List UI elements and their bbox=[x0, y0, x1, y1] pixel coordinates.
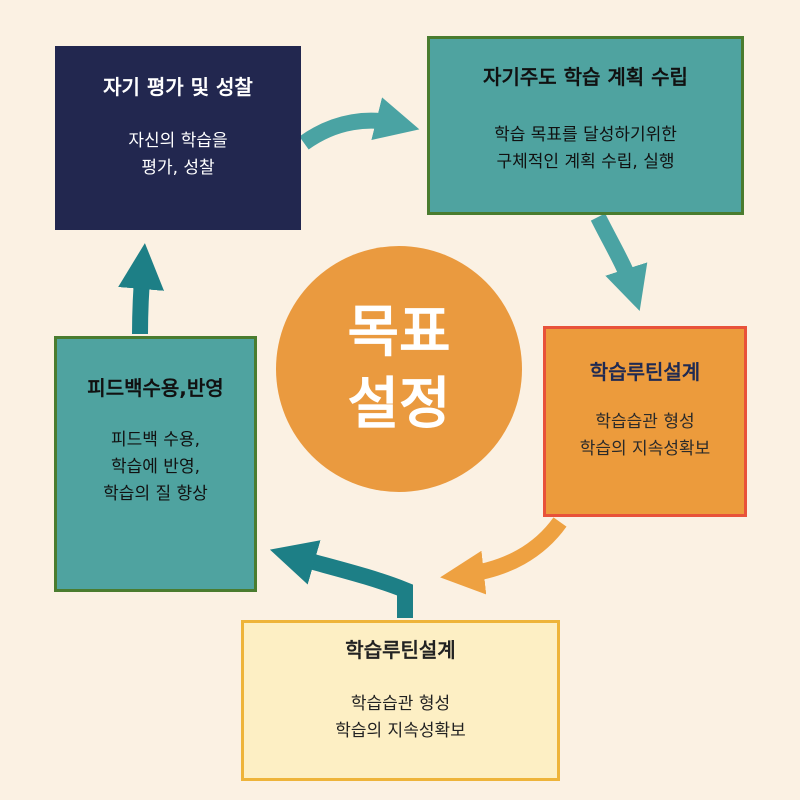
self-evaluation-description: 자신의 학습을 평가, 성찰 bbox=[128, 131, 228, 178]
arrow-eval-to-plan bbox=[299, 97, 420, 150]
self-directed-plan-description: 학습 목표를 달성하기위한 구체적인 계획 수립, 실행 bbox=[494, 125, 677, 172]
feedback-box: 피드백수용,반영 피드백 수용, 학습에 반영, 학습의 질 향상 bbox=[54, 336, 257, 592]
routine-design-description-orange: 학습습관 형성 학습의 지속성확보 bbox=[579, 412, 711, 459]
routine-design-title-orange: 학습루틴설계 bbox=[589, 360, 701, 384]
goal-setting-circle: 목표 설정 bbox=[276, 246, 522, 492]
self-directed-plan-box: 자기주도 학습 계획 수립 학습 목표를 달성하기위한 구체적인 계획 수립, … bbox=[427, 36, 744, 215]
routine-design-box-yellow: 학습루틴설계 학습습관 형성 학습의 지속성확보 bbox=[241, 620, 560, 781]
goal-setting-label: 목표 설정 bbox=[347, 300, 451, 437]
routine-design-title-yellow: 학습루틴설계 bbox=[345, 638, 456, 662]
arrow-plan-to-routine bbox=[590, 213, 648, 311]
feedback-title: 피드백수용,반영 bbox=[87, 376, 224, 400]
self-evaluation-box: 자기 평가 및 성찰 자신의 학습을 평가, 성찰 bbox=[55, 46, 301, 230]
arrow-routine-to-routine bbox=[440, 517, 567, 595]
feedback-description: 피드백 수용, 학습에 반영, 학습의 질 향상 bbox=[103, 430, 208, 504]
arrow-feedback-to-eval bbox=[118, 243, 165, 335]
routine-design-description-yellow: 학습습관 형성 학습의 지속성확보 bbox=[335, 694, 466, 741]
arrow-routine-to-feedback bbox=[269, 540, 413, 618]
self-evaluation-title: 자기 평가 및 성찰 bbox=[103, 75, 253, 99]
self-directed-plan-title: 자기주도 학습 계획 수립 bbox=[483, 65, 688, 89]
routine-design-box-orange: 학습루틴설계 학습습관 형성 학습의 지속성확보 bbox=[543, 326, 747, 517]
